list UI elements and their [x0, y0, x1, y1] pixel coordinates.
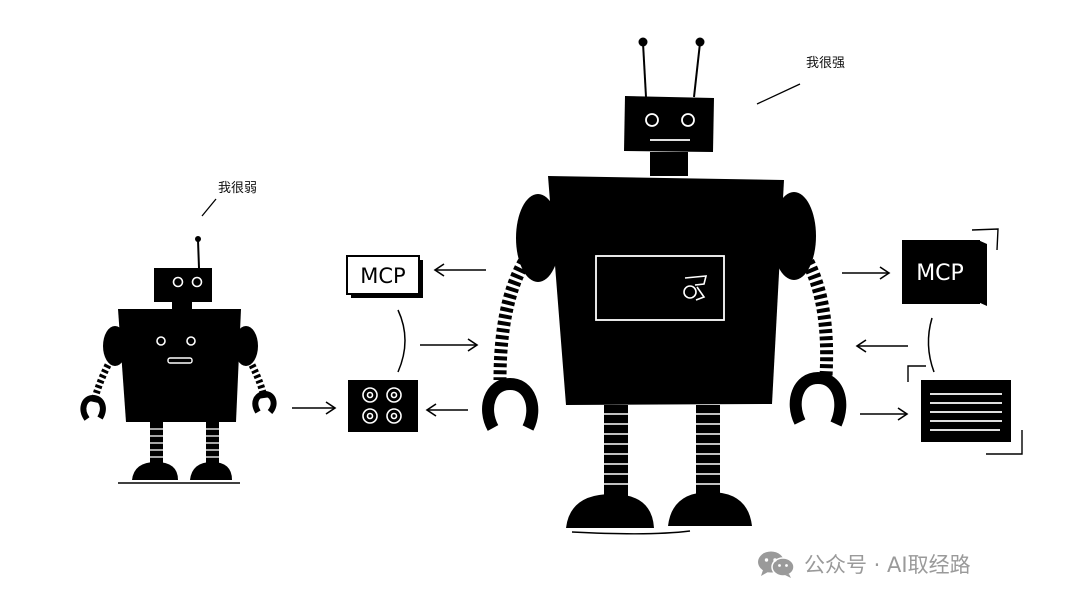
mcp-doc-connector-right	[927, 317, 935, 373]
mcp-box-left-face	[346, 255, 420, 295]
strong-robot-shoulder-right	[772, 192, 816, 280]
weak-robot-hand-right	[252, 390, 277, 414]
document-lines	[930, 393, 1002, 431]
strong-robot-antenna-left	[642, 42, 647, 98]
strong-robot-hand-right	[789, 371, 847, 427]
strong-robot-hand-left	[482, 377, 539, 431]
mcp-tools-connector-left	[397, 309, 406, 373]
strong-robot-eye-left	[645, 113, 659, 127]
weak-robot-label-pointer	[201, 198, 217, 217]
strong-robot-label: 我很强	[806, 56, 845, 71]
strong-robot	[482, 37, 847, 535]
strong-robot-antenna-tip-right	[695, 37, 705, 47]
weak-robot-hand-left	[80, 394, 106, 421]
strong-robot-arm-left	[493, 258, 530, 381]
gear-icon	[362, 387, 402, 424]
weak-robot-foot-right	[190, 462, 232, 480]
weak-robot-mouth	[167, 357, 193, 364]
document-lines-icon	[921, 380, 1011, 442]
weak-robot-neck	[172, 302, 192, 310]
weak-robot-shoulder-right	[234, 326, 258, 366]
strong-robot-antenna-tip-left	[638, 37, 648, 47]
strong-robot-foot-left	[566, 494, 654, 528]
strong-robot-leg-stripes	[604, 413, 720, 485]
weak-robot-body	[118, 309, 241, 422]
strong-robot-eye-right	[681, 113, 695, 127]
strong-robot-leg-right	[696, 405, 720, 497]
strong-robot-shoulder-left	[516, 194, 560, 282]
wechat-logo-icon	[758, 551, 795, 578]
strong-robot-leg-left	[604, 405, 628, 497]
weak-robot-leg-stripes	[150, 428, 219, 458]
strong-robot-ground	[571, 530, 691, 535]
weak-robot-face-eye-left	[156, 336, 166, 346]
weak-robot-antenna	[197, 239, 200, 269]
chest-tool-icon	[683, 275, 708, 301]
weak-robot-eye-right	[191, 276, 203, 288]
mcp-box-left: MCP	[346, 255, 423, 298]
document-box-corner-top	[907, 365, 926, 382]
strong-robot-foot-right	[668, 492, 752, 526]
document-box-corner-bottom	[986, 430, 1023, 455]
watermark: 公众号 · AI取经路	[756, 546, 971, 582]
watermark-text: 公众号 · AI取经路	[804, 553, 971, 577]
weak-robot-face-eye-right	[186, 336, 196, 346]
strong-robot-label-pointer	[756, 83, 801, 105]
mcp-box-right: MCP	[902, 228, 999, 306]
tools-grid-icon	[348, 380, 418, 432]
weak-robot-label: 我很弱	[218, 181, 257, 196]
mcp-box-right-corner-mark	[971, 228, 999, 251]
strong-robot-antenna-right	[693, 42, 701, 98]
arrow-icon	[842, 266, 909, 421]
weak-robot-head	[154, 268, 212, 302]
tools-box	[348, 380, 418, 432]
strong-robot-arm-right	[802, 259, 834, 377]
strong-robot-chest-panel	[595, 255, 725, 321]
mcp-box-right-label: MCP	[916, 261, 964, 286]
mcp-box-right-face	[902, 240, 980, 304]
weak-robot	[80, 236, 277, 484]
strong-robot-body	[548, 176, 784, 405]
strong-robot-neck	[650, 152, 688, 176]
weak-robot-antenna-tip	[195, 236, 201, 242]
arrow-icon	[292, 263, 486, 417]
weak-robot-foot-left	[132, 462, 178, 480]
weak-robot-eye-left	[172, 276, 184, 288]
mcp-box-left-label: MCP	[360, 264, 405, 288]
mcp-box-right-side	[978, 240, 987, 306]
strong-robot-head	[624, 96, 714, 152]
document-box	[907, 365, 1023, 455]
